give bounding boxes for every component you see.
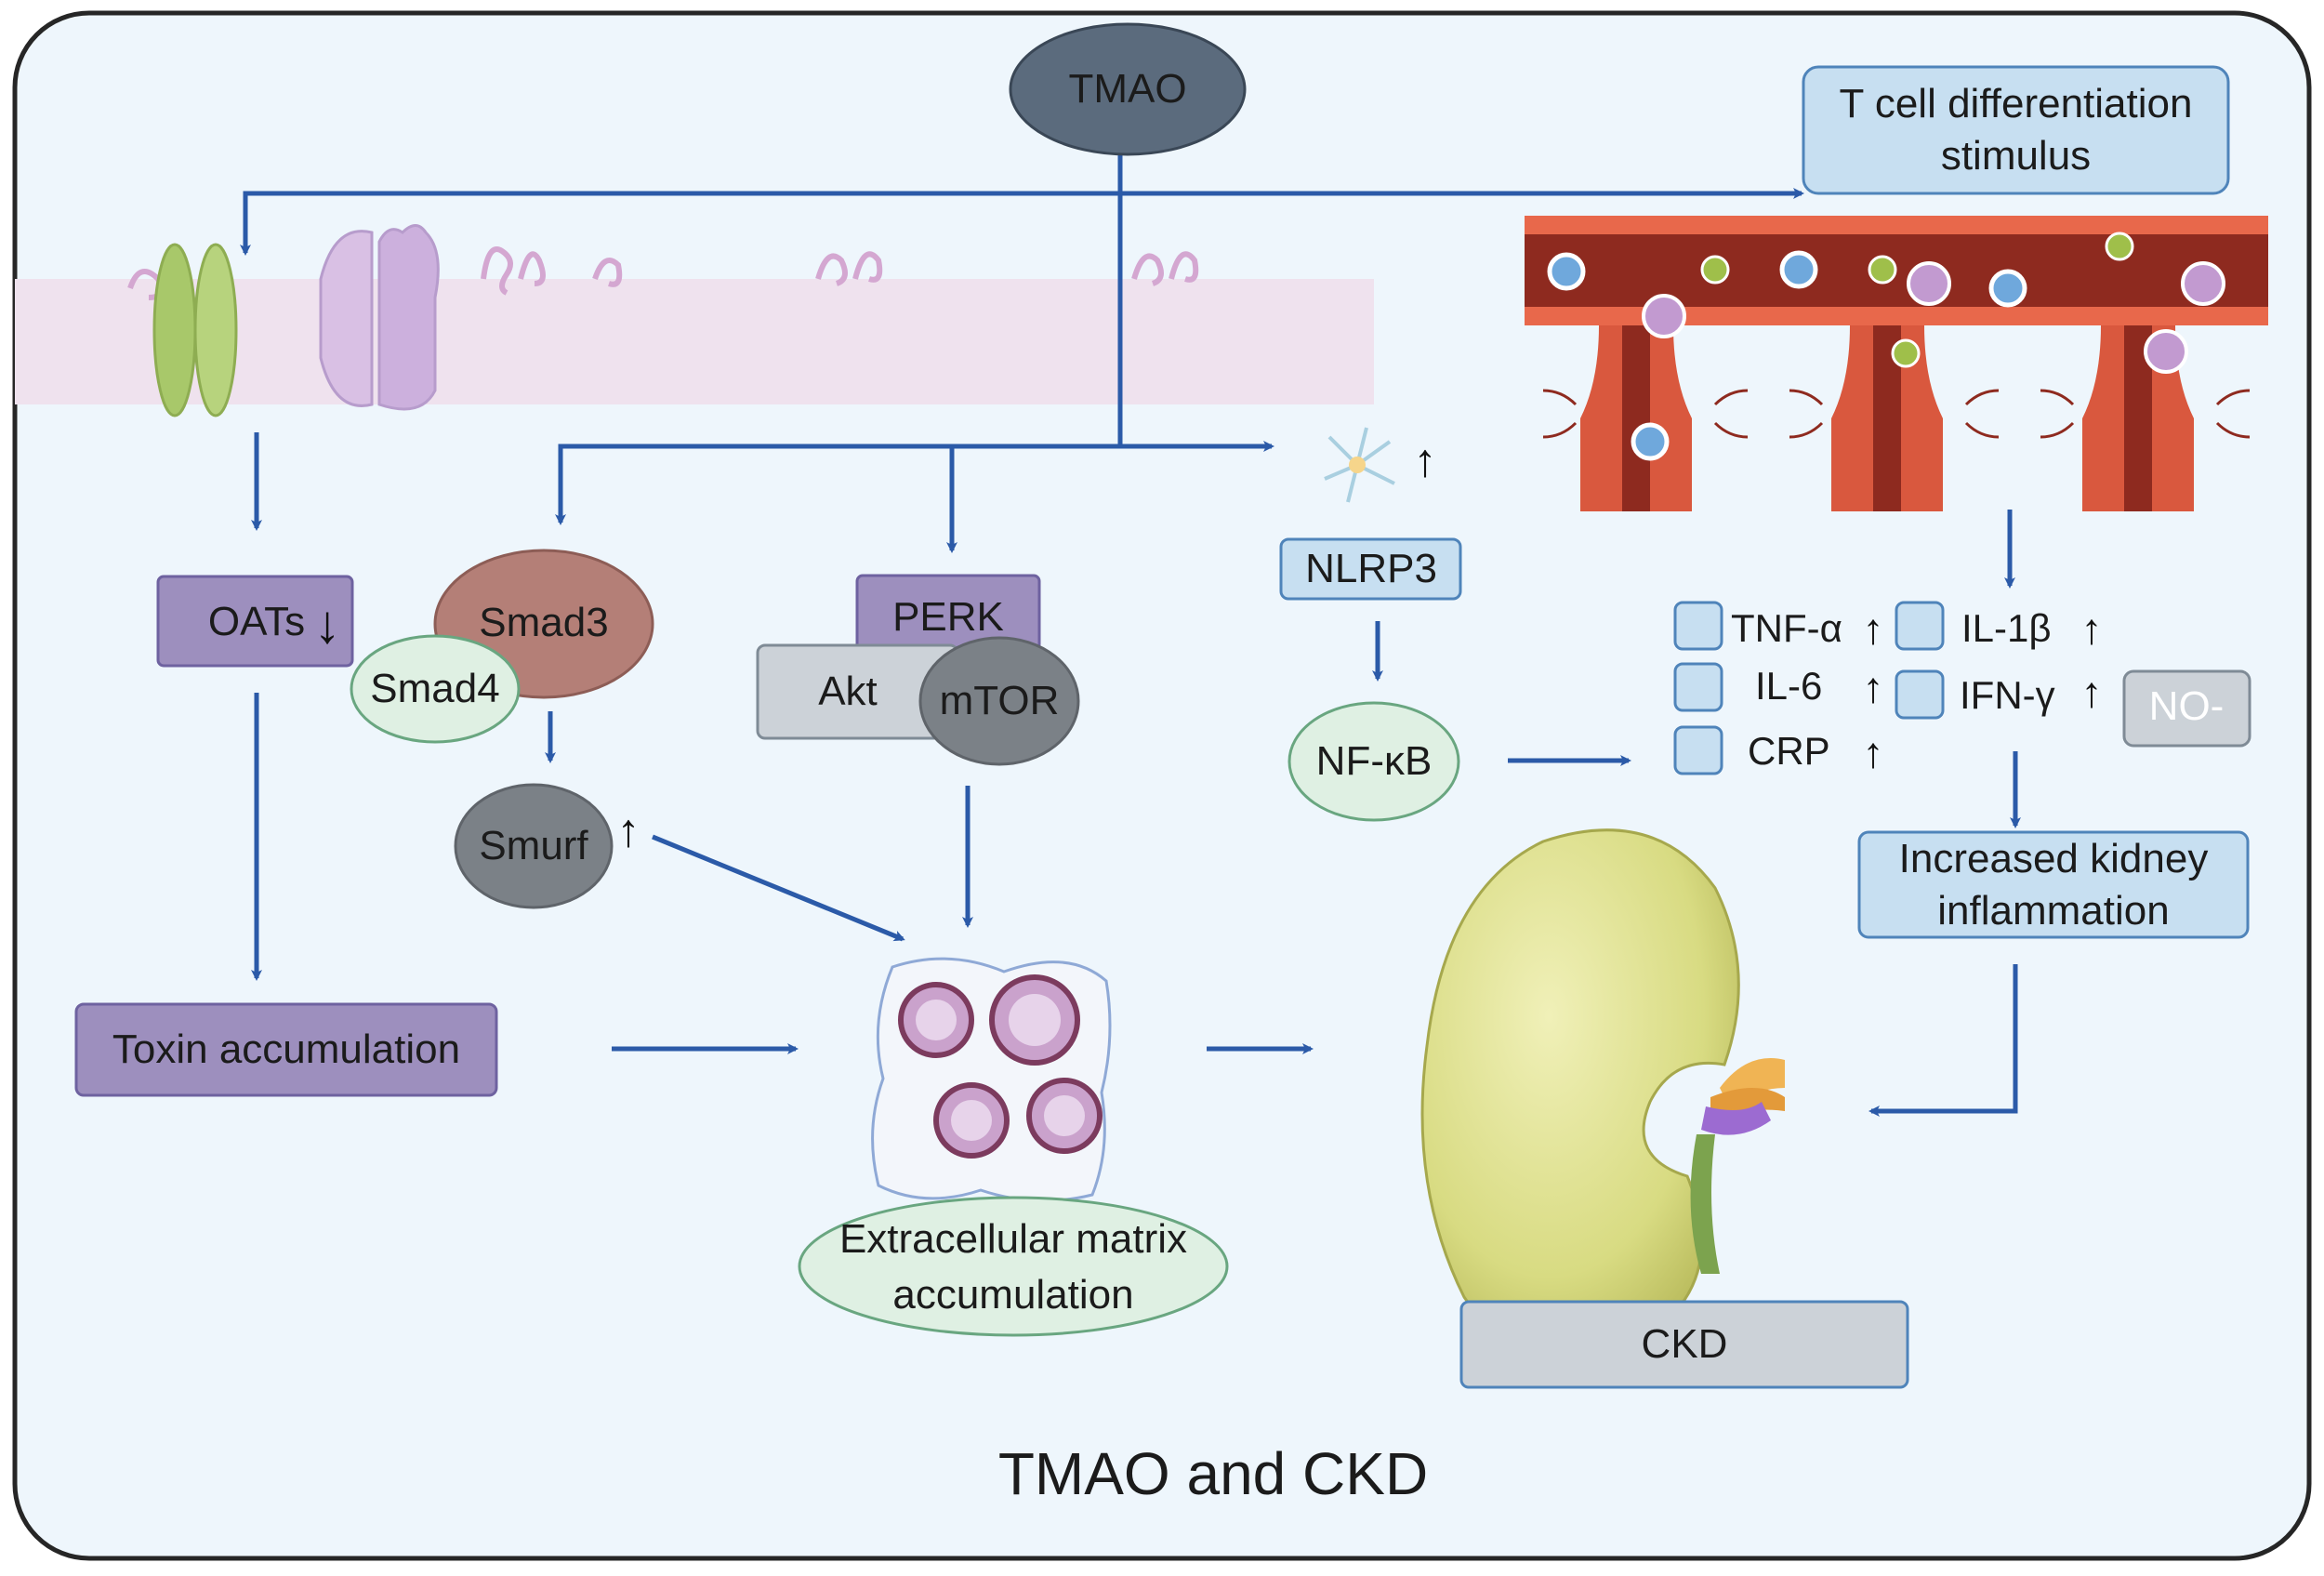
il-6-label: IL-6 bbox=[1755, 664, 1822, 708]
oats-label: OATs bbox=[208, 599, 305, 644]
il-1b-label: IL-1β bbox=[1961, 606, 2052, 650]
mtor-label: mTOR bbox=[940, 678, 1060, 723]
toxin-box bbox=[74, 1002, 498, 1097]
ckd-label: CKD bbox=[1642, 1321, 1728, 1367]
figure-title: TMAO and CKD bbox=[998, 1440, 1428, 1507]
smad4-label: Smad4 bbox=[370, 666, 499, 711]
fibrotic-tissue-icon bbox=[871, 957, 1112, 1202]
il-1b-up-indicator: ↑ bbox=[2081, 604, 2103, 653]
increased-inflammation-box bbox=[1857, 830, 2250, 939]
ecm-node bbox=[798, 1196, 1229, 1337]
ifn-gamma-marker bbox=[1895, 669, 1945, 720]
nlrp3-label: NLRP3 bbox=[1305, 546, 1437, 591]
inflammasome-icon bbox=[1324, 427, 1395, 503]
ifn-gamma-label: IFN-γ bbox=[1960, 673, 2055, 717]
increased-inflammation-label: Increased kidney inflammation bbox=[1898, 835, 2209, 934]
nlrp3-up-indicator: ↑ bbox=[1414, 434, 1437, 486]
no-box bbox=[2122, 669, 2251, 748]
ecm-label: Extracellular matrix accumulation bbox=[838, 1216, 1188, 1318]
smurf-label: Smurf bbox=[479, 823, 588, 868]
crp-up-indicator: ↑ bbox=[1863, 728, 1884, 776]
akt-label: Akt bbox=[818, 669, 878, 714]
ckd-box bbox=[1459, 1300, 1909, 1389]
tnf-alpha-marker bbox=[1673, 601, 1723, 651]
il-6-marker bbox=[1673, 662, 1723, 712]
perk-label: PERK bbox=[892, 594, 1004, 640]
connector-arrows bbox=[240, 149, 2021, 1117]
tnf-alpha-label: TNF-α bbox=[1731, 606, 1842, 650]
mtor-node bbox=[918, 636, 1080, 766]
tmao-label: TMAO bbox=[1068, 66, 1186, 112]
no-label: NO- bbox=[2149, 683, 2225, 729]
il-6-up-indicator: ↑ bbox=[1863, 663, 1884, 711]
tmao-node bbox=[1009, 22, 1247, 156]
oats-down-indicator: ↓ bbox=[314, 594, 341, 655]
oats-box bbox=[156, 575, 354, 668]
crp-label: CRP bbox=[1748, 729, 1830, 773]
smurf-up-indicator: ↑ bbox=[617, 804, 640, 856]
nfkb-label: NF-κB bbox=[1316, 738, 1433, 784]
ifn-gamma-up-indicator: ↑ bbox=[2081, 668, 2103, 716]
toxin-label: Toxin accumulation bbox=[112, 1026, 460, 1072]
t-cell-stimulus-box bbox=[1802, 65, 2230, 195]
smurf-node bbox=[454, 783, 614, 909]
il-1b-marker bbox=[1895, 601, 1945, 651]
nlrp3-box bbox=[1279, 537, 1462, 601]
smad3-label: Smad3 bbox=[479, 600, 608, 645]
tnf-alpha-up-indicator: ↑ bbox=[1863, 604, 1884, 653]
t-cell-stimulus-label: T cell differentiation stimulus bbox=[1839, 81, 2193, 179]
nfkb-node bbox=[1287, 701, 1460, 822]
cytokine-panel: TNF-α ↑ IL-1β ↑ IL-6 ↑ IFN-γ ↑ CRP ↑ bbox=[1673, 601, 2103, 776]
smad4-node bbox=[350, 634, 521, 744]
kidney-icon bbox=[1420, 828, 1785, 1364]
blood-vessel-icon bbox=[1525, 216, 2268, 511]
cell-membrane-icon bbox=[15, 224, 1374, 417]
crp-marker bbox=[1673, 725, 1723, 775]
